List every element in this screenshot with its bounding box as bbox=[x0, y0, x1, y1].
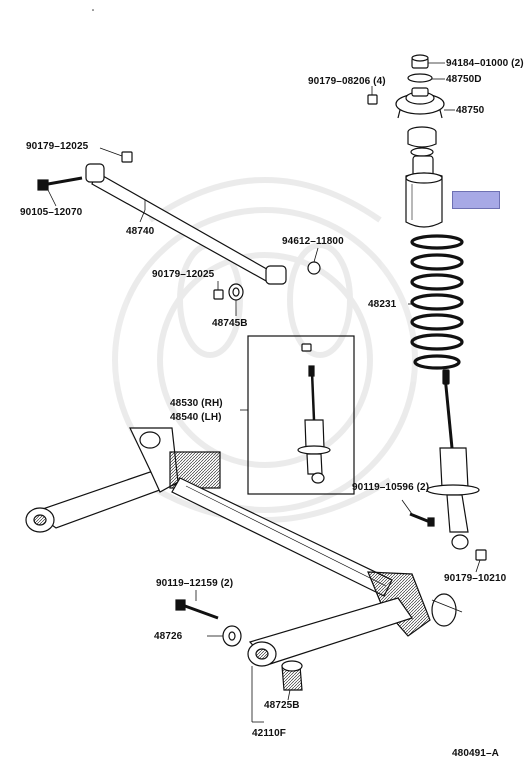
washer-48750d-part bbox=[407, 73, 433, 83]
shock-absorber-left-part bbox=[297, 343, 331, 484]
label-48750d[interactable]: 48750D bbox=[446, 74, 482, 85]
dust-boot-part bbox=[405, 155, 443, 228]
label-90179-12025-mid[interactable]: 90179–12025 bbox=[152, 269, 215, 280]
bolt-90105-12070-part bbox=[37, 176, 83, 191]
label-94184-01000[interactable]: 94184–01000 (2) bbox=[446, 58, 524, 69]
label-90105-12070[interactable]: 90105–12070 bbox=[20, 207, 83, 218]
label-42110f[interactable]: 42110F bbox=[252, 728, 286, 739]
label-48540-lh[interactable]: 48540 (LH) bbox=[170, 412, 222, 423]
figure-code: 480491–A bbox=[452, 748, 499, 759]
shock-absorber-inset-frame bbox=[247, 335, 355, 495]
label-48740[interactable]: 48740 bbox=[126, 226, 155, 237]
nut-90179-12025-mid-part bbox=[213, 289, 224, 300]
highlight-callout-box[interactable] bbox=[452, 191, 500, 209]
leader-lines bbox=[47, 62, 481, 723]
bolt-90119-12159-part bbox=[175, 599, 219, 620]
label-90179-10210[interactable]: 90179–10210 bbox=[444, 573, 507, 584]
label-48726[interactable]: 48726 bbox=[154, 631, 183, 642]
nut-90179-12025-top-part bbox=[121, 151, 133, 163]
bushing-48725b-part bbox=[281, 660, 303, 691]
nut-90179-10210-part bbox=[475, 549, 487, 561]
shock-absorber-right-part bbox=[426, 369, 480, 550]
label-48530-rh[interactable]: 48530 (RH) bbox=[170, 398, 223, 409]
axle-beam-part bbox=[25, 427, 463, 667]
bump-stopper-part bbox=[407, 126, 437, 157]
label-90179-08206[interactable]: 90179–08206 (4) bbox=[308, 76, 386, 87]
label-48725b[interactable]: 48725B bbox=[264, 700, 300, 711]
label-90119-10596[interactable]: 90119–10596 (2) bbox=[352, 482, 430, 493]
label-48231[interactable]: 48231 bbox=[368, 299, 397, 310]
label-48750[interactable]: 48750 bbox=[456, 105, 485, 116]
washer-48726-part bbox=[222, 625, 242, 647]
bushing-48745b-part bbox=[228, 283, 244, 301]
coil-spring-48231-part bbox=[410, 234, 464, 370]
bolt-90119-10596-part bbox=[409, 512, 435, 527]
label-90179-12025-top[interactable]: 90179–12025 bbox=[26, 141, 89, 152]
nut-94184-part bbox=[411, 54, 429, 69]
arm-48740-part bbox=[85, 163, 287, 285]
label-90119-12159[interactable]: 90119–12159 (2) bbox=[156, 578, 234, 589]
nut-94612-part bbox=[307, 261, 321, 275]
label-94612-11800[interactable]: 94612–11800 bbox=[282, 236, 344, 247]
label-48745b[interactable]: 48745B bbox=[212, 318, 248, 329]
nut-90179-08206-part bbox=[367, 94, 378, 105]
support-48750-part bbox=[395, 87, 445, 119]
stray-mark bbox=[92, 9, 94, 11]
